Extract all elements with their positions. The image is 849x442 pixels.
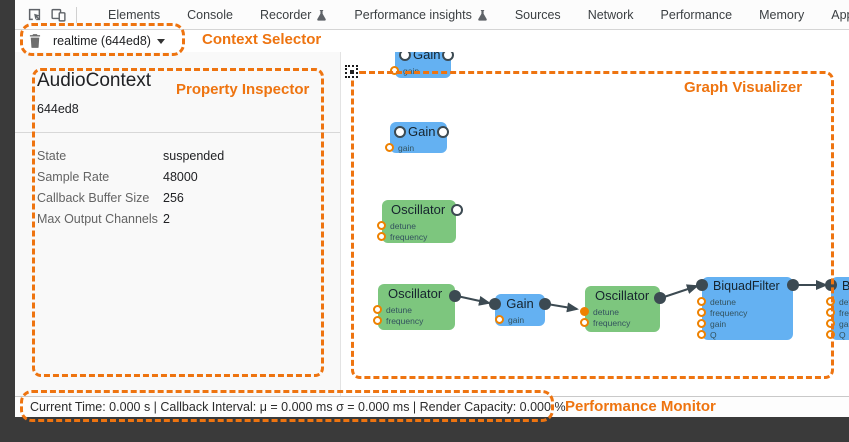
property-row: Callback Buffer Size 256 [37,190,184,205]
audio-node-gain: Gain gain [390,52,455,78]
param-port-icon [373,316,382,325]
param-port-icon [697,330,706,339]
selection-handle-icon [345,65,358,78]
output-port-icon [787,279,799,291]
tab-performance-insights[interactable]: Performance insights [354,8,487,22]
param-port-icon [495,315,504,324]
experiment-flask-icon [316,9,327,21]
context-id: 644ed8 [37,102,79,116]
tab-memory[interactable]: Memory [759,7,805,22]
property-row: Max Output Channels 2 [37,211,170,226]
performance-monitor-bar: Current Time: 0.000 s | Callback Interva… [15,396,849,417]
trash-icon[interactable] [29,34,41,48]
output-port-icon [539,298,551,310]
tab-console[interactable]: Console [187,7,233,22]
input-port-icon [394,125,406,138]
output-port-icon [451,203,464,216]
input-port-icon [825,279,837,291]
audio-node-gain: Gain gain [385,122,450,153]
audio-node-gain: Gain gain [489,294,551,326]
tab-recorder[interactable]: Recorder [260,8,327,22]
toolbar-separator [76,6,77,23]
param-port-icon [580,318,589,327]
property-row: Sample Rate 48000 [37,169,198,184]
param-port-icon [580,307,589,316]
tab-network[interactable]: Network [587,7,634,22]
chevron-down-icon[interactable] [156,38,165,44]
output-port-icon [437,125,450,138]
audio-node-biquadfilter: BiquadFilter detune frequency gain Q [696,277,799,340]
param-port-icon [697,297,706,306]
divider [15,132,340,133]
param-port-icon [377,221,386,230]
tab-sources[interactable]: Sources [514,7,561,22]
device-toolbar-icon[interactable] [48,5,68,25]
param-port-icon [826,308,835,317]
output-port-icon [449,290,461,302]
audio-node-biquadfilter: BiquadFilter detune frequency gain Q [825,277,849,340]
performance-stats-text: Current Time: 0.000 s | Callback Interva… [30,400,566,414]
tab-elements[interactable]: Elements [108,7,161,22]
param-port-icon [385,143,394,152]
context-selector-dropdown[interactable]: realtime (644ed8) [53,34,151,48]
param-port-icon [377,232,386,241]
param-port-icon [697,319,706,328]
audiocontext-title: AudioContext [37,70,152,91]
param-port-icon [826,330,835,339]
devtools-tabbar: Elements Console Recorder Performance in… [15,0,849,30]
tab-application[interactable]: Application [831,7,849,22]
audio-node-oscillator: Oscillator detune frequency [377,200,464,243]
webaudio-toolbar: realtime (644ed8) [15,30,849,52]
devtools-window: Elements Console Recorder Performance in… [15,0,849,417]
param-port-icon [826,319,835,328]
inspect-element-icon[interactable] [24,5,44,25]
experiment-flask-icon [477,9,488,21]
input-port-icon [399,52,411,61]
param-port-icon [826,297,835,306]
param-port-icon [697,308,706,317]
audio-node-oscillator: Oscillator detune frequency [580,286,666,332]
input-port-icon [696,279,708,291]
property-inspector-panel: AudioContext 644ed8 State suspended Samp… [15,52,341,396]
param-port-icon [390,66,399,75]
input-port-icon [489,298,501,310]
tab-performance[interactable]: Performance [660,7,733,22]
audio-node-oscillator: Oscillator detune frequency [373,284,461,330]
property-row: State suspended [37,148,225,163]
graph-visualizer-canvas[interactable]: Gain gain Gain gain Oscillator detune fr… [341,52,849,396]
output-port-icon [654,292,666,304]
param-port-icon [373,305,382,314]
output-port-icon [442,52,455,61]
